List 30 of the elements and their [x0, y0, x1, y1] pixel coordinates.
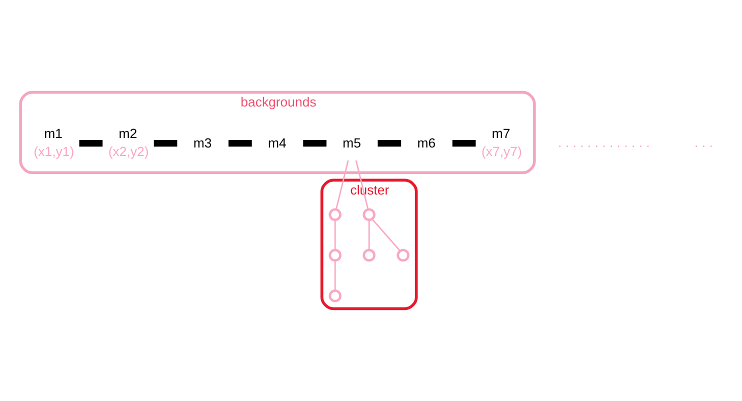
cluster: cluster [320, 178, 418, 310]
node-label: (x1,y1) [34, 144, 74, 159]
node-circle [328, 290, 342, 302]
connector [372, 218, 400, 252]
node-circle [362, 208, 376, 222]
connector [303, 140, 326, 147]
connector [355, 160, 369, 210]
connector [79, 140, 103, 147]
node-text: m7 [492, 126, 510, 141]
node-label: (x7,y7) [482, 144, 522, 159]
label: . . . [694, 134, 713, 150]
connector [334, 220, 336, 250]
node-label: (x2,y2) [108, 144, 149, 159]
connector [154, 140, 178, 147]
node-text: m6 [417, 135, 436, 150]
node-text: m3 [193, 135, 212, 150]
node-circle [328, 208, 342, 222]
node-circle [328, 248, 342, 262]
label: . . . . . . . . . . . . . [558, 134, 650, 150]
connector [368, 220, 370, 250]
node-circle [362, 248, 376, 262]
node-text: m2 [118, 126, 138, 141]
connector [228, 140, 252, 147]
connector [378, 140, 402, 147]
connector [335, 160, 349, 210]
node-circle [396, 248, 410, 262]
node-text: m5 [342, 135, 362, 150]
connector [452, 140, 476, 147]
node-text: m1 [44, 126, 63, 141]
node-text: m4 [268, 135, 286, 150]
